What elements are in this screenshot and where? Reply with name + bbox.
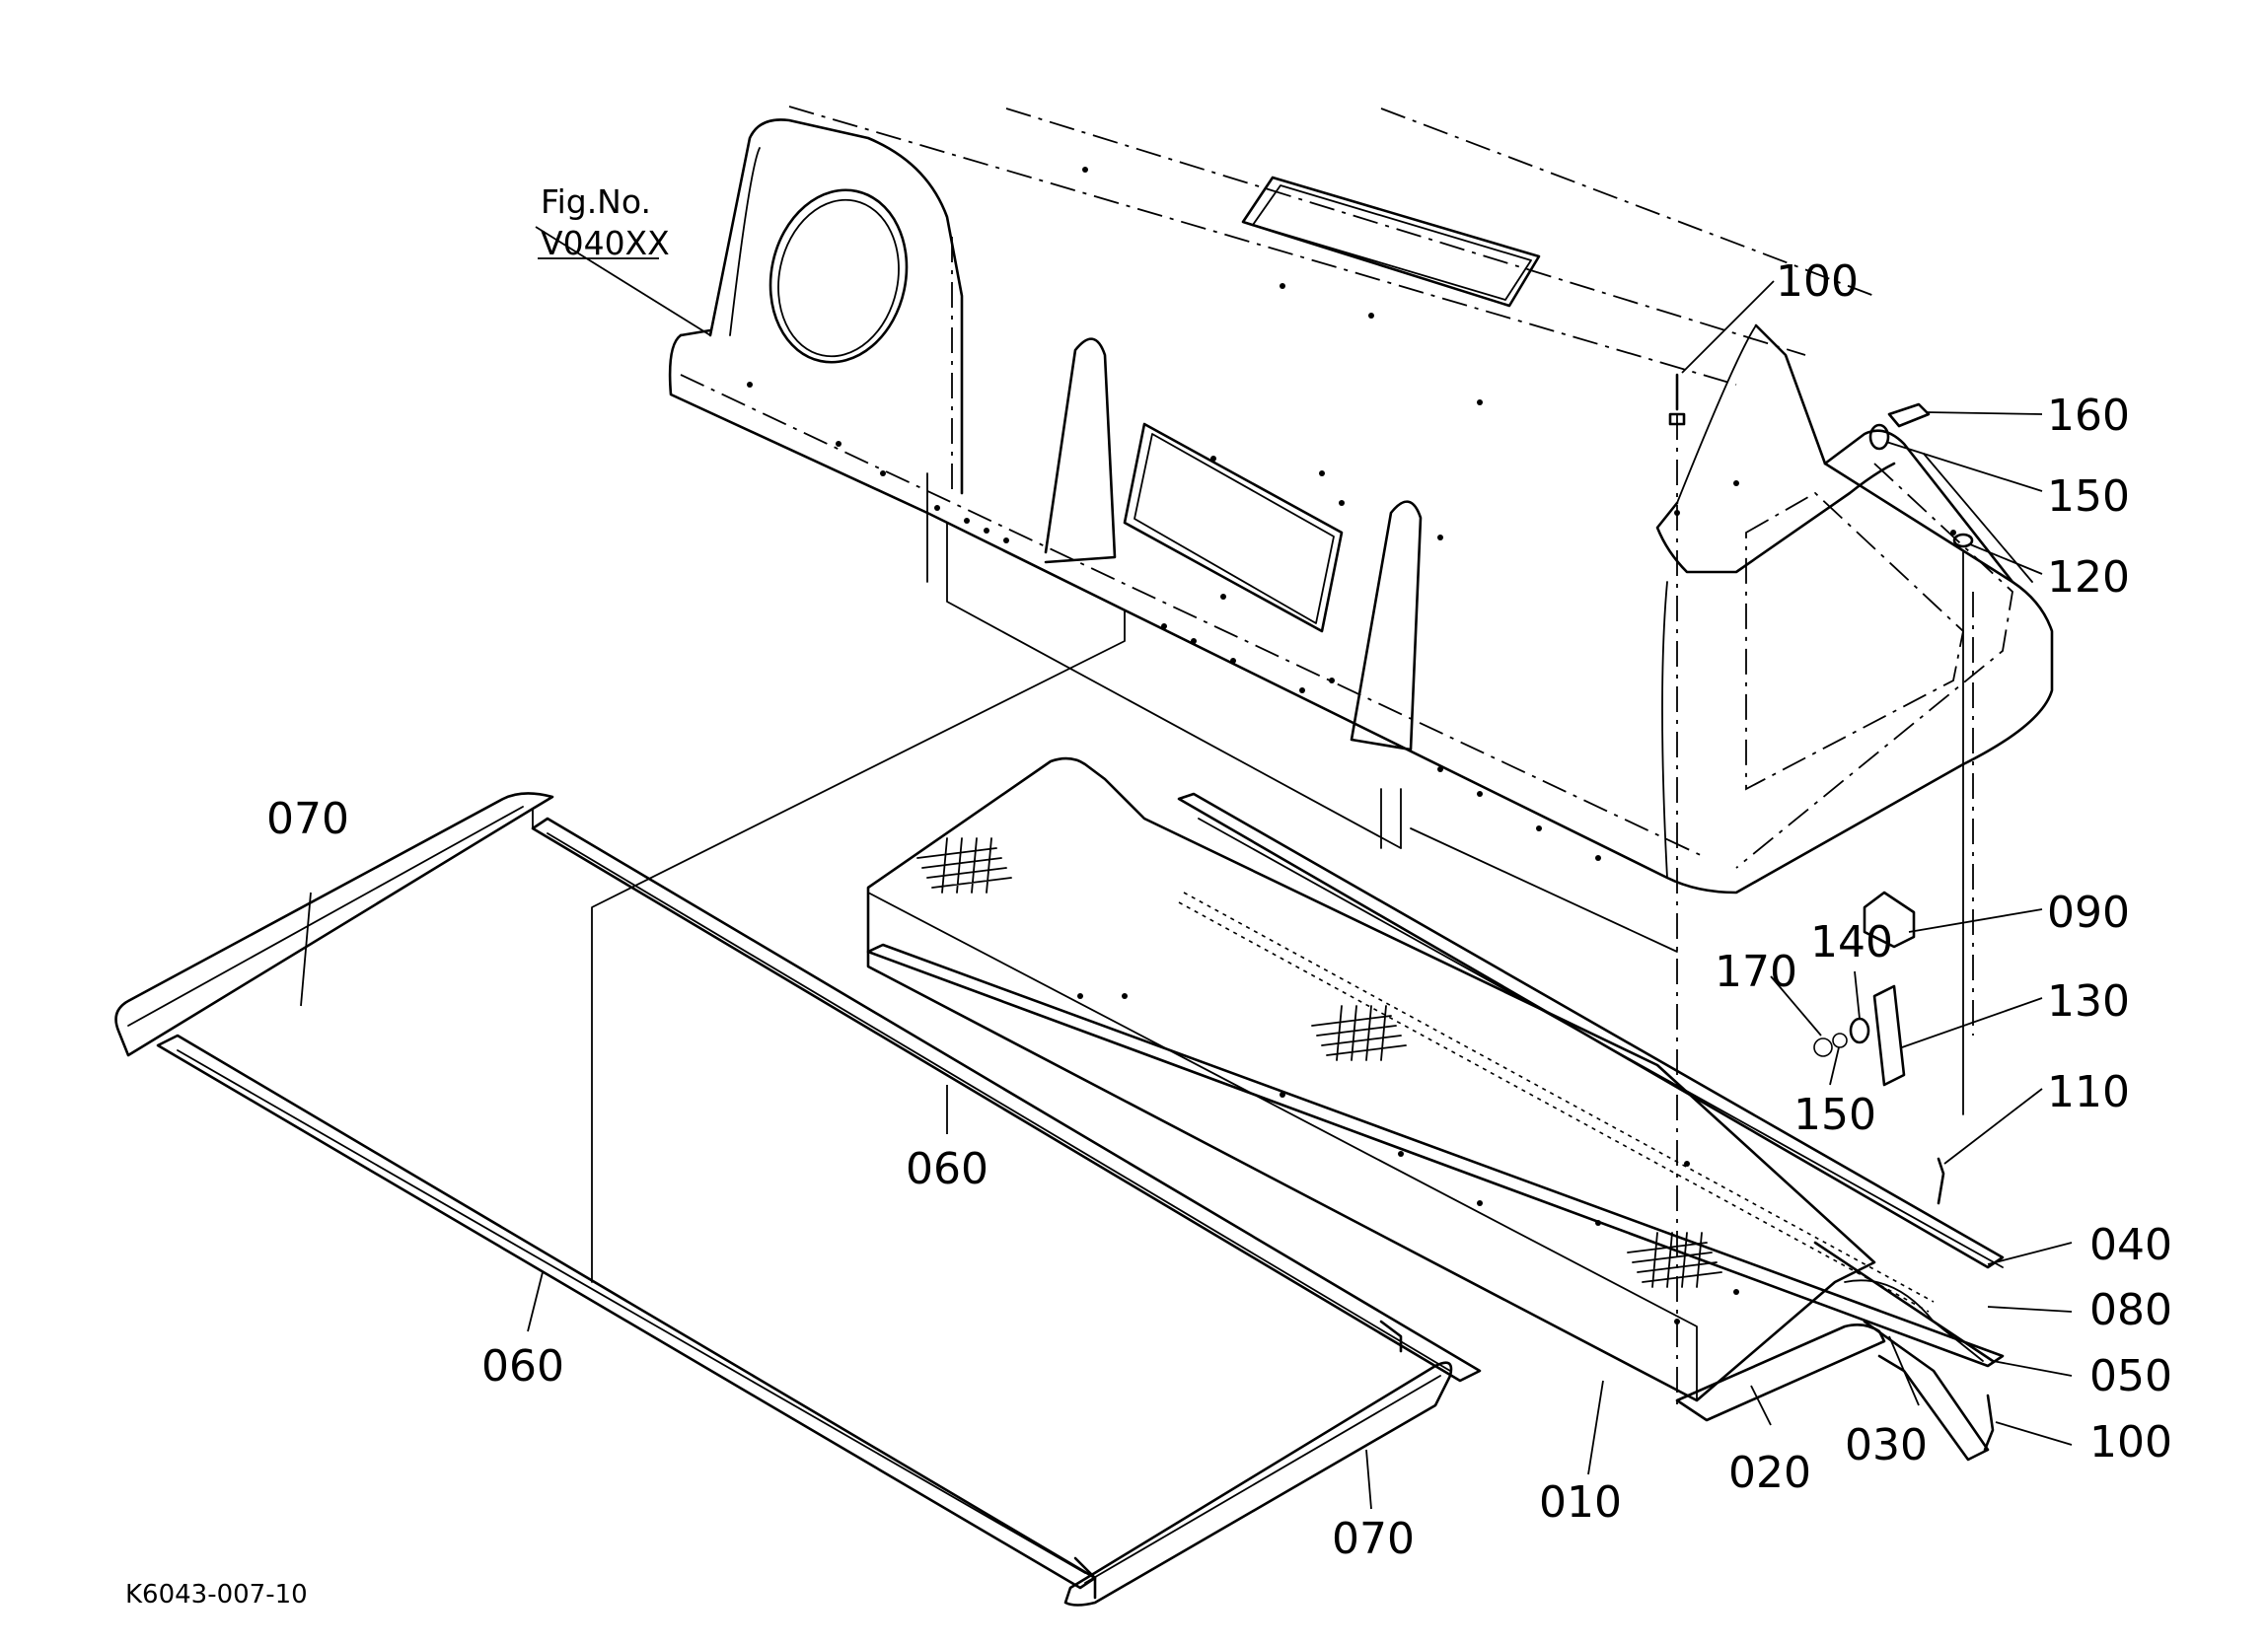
callout-090: 090 bbox=[2047, 888, 2130, 938]
callout-040: 040 bbox=[2089, 1220, 2172, 1270]
callout-labels: Fig.No. V040XX 100 160 150 120 090 140 1… bbox=[125, 182, 2172, 1610]
callout-170: 170 bbox=[1715, 947, 1797, 997]
callout-100-bottom: 100 bbox=[2089, 1417, 2172, 1467]
callout-070-top: 070 bbox=[266, 794, 349, 844]
hardware bbox=[1668, 373, 1995, 1452]
callout-150-top: 150 bbox=[2047, 471, 2130, 522]
callout-160: 160 bbox=[2047, 391, 2130, 441]
cabin-body bbox=[668, 106, 2054, 953]
callout-150-mid: 150 bbox=[1793, 1090, 1876, 1140]
callout-070-bottom: 070 bbox=[1332, 1514, 1415, 1564]
callout-050: 050 bbox=[2089, 1351, 2172, 1401]
side-pieces bbox=[1675, 1279, 1990, 1462]
callout-060-left: 060 bbox=[481, 1341, 564, 1392]
leader-lines bbox=[300, 226, 2073, 1510]
floor-mat bbox=[114, 792, 1482, 1607]
callout-120: 120 bbox=[2047, 552, 2130, 603]
callout-020: 020 bbox=[1728, 1448, 1811, 1498]
floor-plate bbox=[866, 756, 1876, 1402]
callout-030: 030 bbox=[1845, 1420, 1928, 1470]
figure-ref-line2: V040XX bbox=[541, 224, 670, 262]
callout-060-center: 060 bbox=[906, 1144, 988, 1194]
callout-130: 130 bbox=[2047, 976, 2130, 1027]
figure-ref-line1: Fig.No. bbox=[541, 182, 651, 221]
callout-010: 010 bbox=[1539, 1477, 1622, 1528]
callout-140: 140 bbox=[1810, 917, 1893, 967]
callout-080: 080 bbox=[2089, 1285, 2172, 1335]
callout-110: 110 bbox=[2047, 1067, 2130, 1117]
callout-100-top: 100 bbox=[1776, 256, 1859, 307]
rails bbox=[866, 792, 2005, 1368]
drawing-code: K6043-007-10 bbox=[125, 1580, 308, 1610]
